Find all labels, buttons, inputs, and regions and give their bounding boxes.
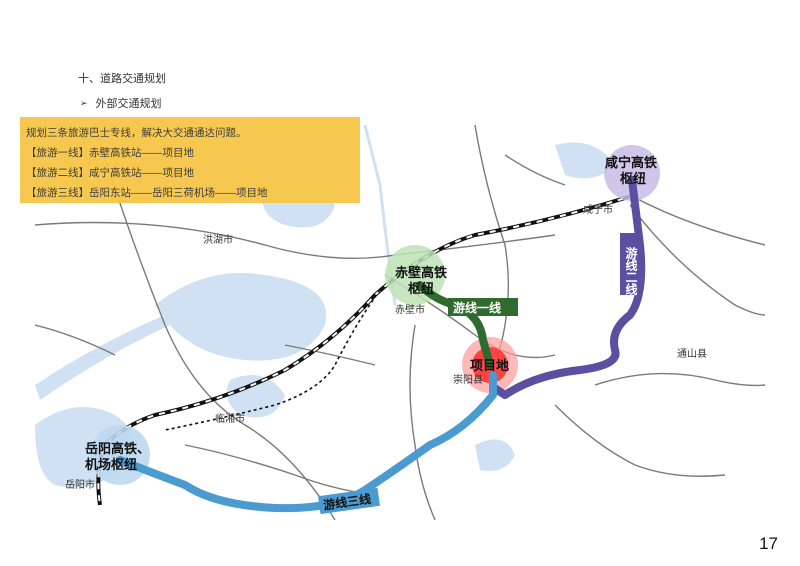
- water-yangtze-band: [35, 297, 297, 400]
- xianning-hub-label-line1: 咸宁高铁: [605, 155, 657, 170]
- hub-labels: 咸宁高铁 枢纽 赤壁高铁 枢纽 项目地 岳阳高铁、 机场枢纽: [85, 155, 661, 472]
- railway: [96, 193, 636, 506]
- route-line3-label: 游线三线: [322, 491, 372, 513]
- map-canvas: 游线一线 游线二线 游线三线 洪湖市 咸宁市 赤壁市 崇阳县 通山县 临湘市 岳…: [35, 125, 765, 520]
- project-site-label: 项目地: [470, 358, 509, 373]
- map: 游线一线 游线二线 游线三线 洪湖市 咸宁市 赤壁市 崇阳县 通山县 临湘市 岳…: [35, 125, 765, 520]
- route-labels: 游线一线 游线二线 游线三线: [318, 233, 642, 515]
- city-labels: 洪湖市 咸宁市 赤壁市 崇阳县 通山县 临湘市 岳阳市: [65, 203, 707, 491]
- city-chongyang: 崇阳县: [453, 374, 483, 386]
- subsection-title-row: ➢ 外部交通规划: [80, 95, 162, 111]
- info-line-2: 【旅游二线】咸宁高铁站——项目地: [26, 167, 194, 179]
- page-number: 17: [759, 534, 778, 553]
- yueyang-hub-label-line2: 机场枢纽: [85, 457, 137, 472]
- route-line2-label: 游线二线: [624, 246, 638, 296]
- subsection-title: 外部交通规划: [95, 98, 162, 110]
- xianning-hub-label: 咸宁高铁 枢纽: [605, 155, 661, 186]
- yueyang-hub-label-line1: 岳阳高铁、: [85, 441, 150, 456]
- city-linxiang: 临湘市: [215, 412, 245, 425]
- info-line-3: 【旅游三线】岳阳东站——岳阳三荷机场——项目地: [26, 187, 268, 199]
- route-info-box: 规划三条旅游巴士专线，解决大交通通达问题。 【旅游一线】赤壁高铁站——项目地 【…: [20, 117, 360, 203]
- city-yueyang: 岳阳市: [65, 478, 95, 491]
- chibi-hub-label-line2: 枢纽: [408, 281, 434, 296]
- water-reservoir: [555, 142, 615, 179]
- xianning-hub-label-line2: 枢纽: [620, 171, 646, 186]
- route-line3: [116, 371, 497, 513]
- chibi-hub-label-line1: 赤壁高铁: [395, 265, 447, 280]
- yueyang-hub-label: 岳阳高铁、 机场枢纽: [85, 441, 154, 472]
- city-tongshan: 通山县: [677, 348, 707, 360]
- water-lake-mid: [226, 375, 285, 418]
- water-lake-south: [475, 439, 515, 471]
- city-chibi: 赤壁市: [395, 303, 425, 316]
- bullet-arrow-icon: ➢: [80, 97, 88, 108]
- route-line1-label: 游线一线: [453, 300, 501, 315]
- xianning-hub-glow: [604, 145, 660, 201]
- info-line-1: 【旅游一线】赤壁高铁站——项目地: [26, 147, 194, 159]
- chibi-hub-label: 赤壁高铁 枢纽: [395, 265, 451, 296]
- info-intro: 规划三条旅游巴士专线，解决大交通通达问题。: [26, 127, 247, 139]
- city-honghu: 洪湖市: [203, 233, 233, 246]
- water-honghu-lake: [155, 273, 327, 361]
- city-xianning: 咸宁市: [583, 203, 613, 216]
- section-title: 十、道路交通规划: [78, 73, 166, 85]
